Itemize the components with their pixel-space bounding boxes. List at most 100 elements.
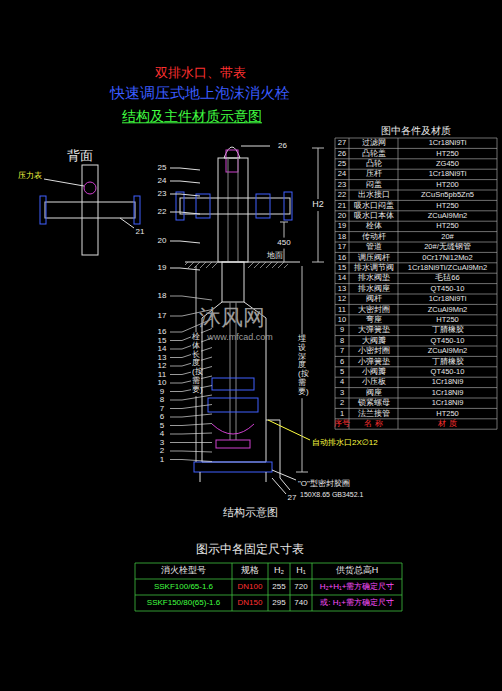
callout-number: 25 bbox=[158, 164, 167, 173]
callout-number: 26 bbox=[278, 142, 287, 151]
table-rule bbox=[135, 563, 136, 611]
callout-number: 15 bbox=[158, 336, 167, 345]
callout-number: 20 bbox=[158, 237, 167, 246]
annotation: 地面 bbox=[267, 252, 283, 261]
table-rule bbox=[290, 563, 291, 611]
table-cell: 7 bbox=[340, 347, 344, 355]
table-cell: DN100 bbox=[238, 583, 263, 592]
callout-number: 12 bbox=[158, 362, 167, 371]
table-cell: 1 bbox=[340, 409, 344, 417]
table-cell: 720 bbox=[294, 583, 307, 592]
table-cell: 图中各件及材质 bbox=[381, 125, 451, 136]
table-cell: HT250 bbox=[436, 149, 459, 157]
table-cell: ZCuSn5pb5Zn5 bbox=[421, 191, 474, 199]
table-rule bbox=[335, 148, 497, 149]
table-rule bbox=[402, 563, 403, 611]
table-cell: 21 bbox=[338, 201, 346, 209]
callout-number: 6 bbox=[160, 413, 164, 422]
table-cell: 过滤网 bbox=[362, 139, 386, 148]
table-cell: 小弹簧垫 bbox=[358, 357, 390, 366]
table-cell: 22 bbox=[338, 191, 346, 199]
table-cell: HT250 bbox=[436, 409, 459, 417]
table-cell: 24 bbox=[338, 170, 346, 178]
leader-line bbox=[170, 460, 212, 462]
callout-number: 10 bbox=[158, 379, 167, 388]
table-cell: QT450-10 bbox=[431, 337, 465, 345]
table-rule bbox=[335, 387, 497, 388]
table-cell: DN150 bbox=[238, 599, 263, 608]
table-rule bbox=[135, 595, 402, 596]
table-cell: 23 bbox=[338, 181, 346, 189]
heading-label: 结构及主件材质示意图 bbox=[122, 109, 262, 124]
leader-line bbox=[170, 451, 212, 452]
table-cell: SSKF100/65-1.6 bbox=[154, 583, 213, 592]
table-rule bbox=[335, 294, 497, 295]
table-cell: 小密封圈 bbox=[358, 347, 390, 356]
table-cell: 排水阀座 bbox=[358, 284, 390, 293]
table-rule bbox=[268, 563, 269, 611]
callout-number: 7 bbox=[160, 404, 164, 413]
table-cell: HT200 bbox=[436, 181, 459, 189]
table-cell: 丁腈橡胶 bbox=[432, 357, 464, 365]
table-cell: 传动杆 bbox=[362, 232, 386, 241]
callout-number: 18 bbox=[158, 292, 167, 301]
leader-line bbox=[170, 212, 200, 214]
table-cell: HT250 bbox=[436, 316, 459, 324]
table-cell: 1Cr18Ni9 bbox=[432, 378, 464, 386]
table-cell: 闷盖 bbox=[366, 180, 382, 189]
table-rule bbox=[232, 563, 233, 611]
back-view bbox=[40, 165, 140, 255]
table-cell: 规格 bbox=[241, 566, 259, 576]
table-cell: 1Cr18Ni9Ti bbox=[429, 170, 467, 178]
table-rule bbox=[335, 335, 497, 336]
caption: 结构示意图 bbox=[223, 506, 278, 518]
table-cell: 名 称 bbox=[364, 420, 382, 429]
table-rule bbox=[335, 377, 497, 378]
callout-number: 8 bbox=[160, 396, 164, 405]
leader-line bbox=[170, 168, 200, 170]
leader-line bbox=[170, 268, 200, 270]
table-rule bbox=[335, 179, 497, 180]
table-cell: 或: H₁+需方确定尺寸 bbox=[320, 599, 394, 608]
callout-number: 19 bbox=[158, 264, 167, 273]
callout-number: 27 bbox=[288, 494, 297, 503]
annotation: 栓体长度(按需要) bbox=[191, 332, 201, 396]
table-cell: 1Cr18Ni9Ti bbox=[429, 139, 467, 147]
table-cell: 4 bbox=[340, 378, 344, 386]
table-cell: 压杆 bbox=[366, 170, 382, 179]
callout-number: 3 bbox=[160, 438, 164, 447]
callout-number: 1 bbox=[160, 455, 164, 464]
table-rule bbox=[335, 314, 497, 315]
table-cell: 14 bbox=[338, 274, 346, 282]
table-cell: 1Cr18Ni9 bbox=[432, 389, 464, 397]
table-cell: 弯座 bbox=[366, 316, 382, 325]
table-rule bbox=[335, 221, 497, 222]
table-cell: 阀杆 bbox=[366, 295, 382, 304]
table-cell: QT450-10 bbox=[431, 368, 465, 376]
table-rule bbox=[135, 563, 402, 564]
table-cell: 740 bbox=[294, 599, 307, 608]
leader-line bbox=[170, 414, 212, 417]
table-rule bbox=[335, 138, 497, 139]
table-cell: 调压阀杆 bbox=[358, 253, 390, 262]
table-cell: 图示中各固定尺寸表 bbox=[196, 543, 304, 556]
table-cell: ZCuAl9Mn2 bbox=[428, 212, 468, 220]
table-cell: HT250 bbox=[436, 222, 459, 230]
table-cell: 8 bbox=[340, 337, 344, 345]
table-cell: 16 bbox=[338, 253, 346, 261]
table-rule bbox=[135, 579, 402, 580]
leader-line bbox=[170, 442, 212, 443]
table-cell: 9 bbox=[340, 326, 344, 334]
table-cell: 丁腈橡胶 bbox=[432, 326, 464, 334]
leader-line bbox=[170, 296, 212, 300]
table-cell: 13 bbox=[338, 285, 346, 293]
table-cell: 排水调节阀 bbox=[354, 264, 394, 273]
table-rule bbox=[335, 429, 497, 430]
table-cell: 消火栓型号 bbox=[161, 566, 206, 576]
table-cell: 供货总高H bbox=[336, 566, 379, 576]
table-cell: 255 bbox=[272, 583, 285, 592]
callout-number: 9 bbox=[160, 387, 164, 396]
callout-number: 22 bbox=[158, 208, 167, 217]
table-rule bbox=[312, 563, 313, 611]
table-cell: 管道 bbox=[366, 243, 382, 252]
